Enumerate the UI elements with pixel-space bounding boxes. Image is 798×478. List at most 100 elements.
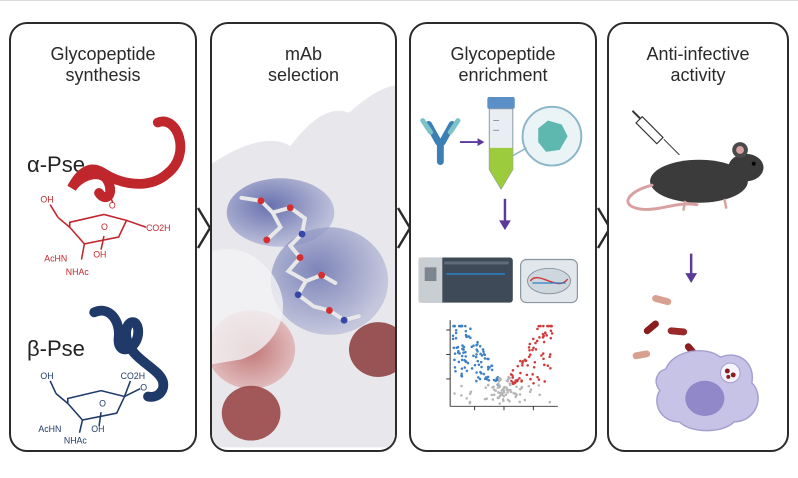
volcano-point — [476, 340, 479, 344]
volcano-point — [468, 392, 472, 395]
volcano-point — [534, 348, 538, 351]
volcano-point — [520, 385, 524, 389]
volcano-point — [486, 375, 490, 379]
volcano-point — [535, 339, 539, 343]
volcano-point — [472, 354, 475, 358]
panel-glycopeptide-enrichment: Glycopeptide enrichment — [409, 22, 597, 452]
volcano-point — [548, 400, 552, 404]
volcano-point — [528, 348, 531, 352]
beta-o-link: O — [140, 383, 147, 393]
volcano-point — [519, 371, 522, 375]
volcano-point — [483, 353, 487, 357]
volcano-point — [464, 350, 467, 354]
volcano-point — [518, 376, 521, 380]
volcano-point — [542, 340, 546, 344]
volcano-point — [498, 402, 502, 405]
volcano-point — [540, 354, 543, 357]
volcano-point — [475, 343, 478, 347]
volcano-point — [516, 364, 520, 368]
alpha-oh-2: OH — [93, 250, 106, 260]
volcano-point — [531, 373, 534, 376]
mass-spectrometer-icon — [418, 257, 513, 303]
volcano-point — [523, 398, 527, 402]
volcano-point — [508, 382, 512, 385]
volcano-point — [500, 389, 503, 392]
volcano-point — [496, 386, 500, 389]
volcano-point — [483, 377, 487, 380]
syringe-icon — [631, 110, 680, 156]
volcano-point — [461, 347, 464, 351]
volcano-point — [472, 344, 475, 347]
volcano-point — [509, 390, 513, 394]
volcano-point — [454, 329, 458, 332]
volcano-point — [473, 363, 477, 367]
top-divider — [0, 0, 798, 1]
volcano-point — [482, 350, 485, 354]
panel-title: Glycopeptide enrichment — [450, 44, 556, 85]
volcano-point — [453, 366, 457, 369]
volcano-point — [521, 364, 524, 367]
volcano-point — [483, 357, 487, 360]
volcano-point — [466, 361, 470, 365]
volcano-point — [549, 336, 553, 340]
volcano-point — [536, 375, 539, 379]
volcano-point — [538, 336, 541, 339]
volcano-point — [482, 372, 486, 376]
volcano-point — [454, 336, 458, 340]
volcano-point — [528, 342, 532, 346]
volcano-point — [510, 379, 513, 383]
volcano-point — [525, 373, 529, 377]
negative-pocket — [349, 322, 395, 377]
volcano-point — [477, 376, 480, 379]
volcano-point — [506, 391, 509, 394]
volcano-point — [462, 351, 465, 354]
volcano-point — [544, 331, 547, 334]
volcano-point — [460, 372, 463, 376]
volcano-point — [464, 355, 467, 358]
volcano-point — [470, 367, 474, 370]
beta-achn: AcHN — [38, 424, 61, 434]
volcano-point — [526, 364, 529, 367]
macrophage-icon — [655, 350, 759, 432]
volcano-point — [490, 368, 494, 372]
volcano-point — [546, 364, 550, 367]
volcano-point — [460, 367, 464, 370]
beta-peptide-ribbon — [89, 305, 169, 402]
beta-co2h: CO2H — [121, 371, 145, 381]
volcano-point — [465, 335, 468, 339]
volcano-point — [454, 331, 458, 335]
volcano-point — [502, 389, 505, 392]
volcano-point — [479, 371, 483, 375]
volcano-point — [476, 350, 479, 353]
volcano-point — [520, 379, 523, 382]
positive-patch — [226, 178, 335, 247]
volcano-point — [505, 386, 508, 390]
volcano-point — [529, 377, 532, 381]
volcano-point — [508, 376, 512, 380]
volcano-point — [492, 378, 496, 382]
volcano-point — [531, 337, 535, 341]
volcano-point — [527, 355, 531, 359]
volcano-point — [532, 381, 535, 385]
volcano-point — [498, 394, 502, 398]
volcano-point — [452, 324, 455, 328]
volcano-point — [475, 353, 478, 356]
volcano-point — [537, 384, 540, 387]
ion-trap-icon — [520, 258, 578, 304]
volcano-point — [480, 365, 483, 369]
volcano-point — [538, 393, 541, 397]
volcano-point — [484, 386, 488, 389]
antibody-icon — [420, 118, 461, 166]
volcano-point — [464, 324, 467, 328]
activity-illustration — [626, 110, 764, 432]
volcano-point — [468, 400, 472, 404]
beta-nhac: NHAc — [64, 436, 88, 446]
negative-pocket-2 — [221, 385, 281, 441]
volcano-point — [457, 351, 460, 354]
volcano-point — [460, 358, 464, 362]
volcano-point — [499, 391, 502, 395]
volcano-point — [463, 366, 467, 369]
volcano-point — [503, 385, 506, 389]
volcano-point — [550, 332, 554, 335]
volcano-point — [478, 377, 482, 381]
